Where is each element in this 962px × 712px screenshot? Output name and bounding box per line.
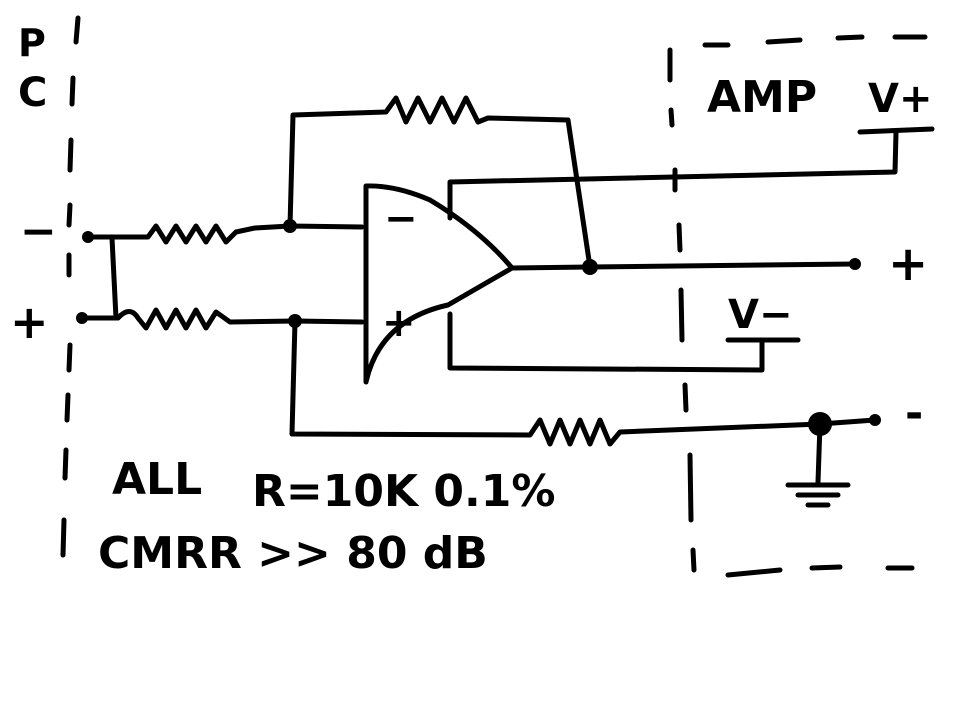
opamp-plus-label: +: [382, 300, 416, 346]
junction-dot: [849, 258, 861, 270]
output-minus-label: -: [905, 388, 923, 439]
note-cmrr: CMRR >> 80 dB: [98, 528, 488, 579]
output-plus-label: +: [888, 236, 928, 292]
vplus-label: V+: [868, 76, 932, 122]
junction-dot: [82, 231, 94, 243]
vminus-label: V−: [728, 292, 792, 338]
junction-dot: [869, 414, 881, 426]
input-plus-label: +: [10, 295, 49, 349]
vplus-supply-line: [447, 130, 899, 221]
opamp-symbol: [363, 183, 515, 385]
note-all: ALL: [112, 454, 202, 505]
input-jumper: [109, 235, 119, 321]
pc-boundary-line: [60, 15, 81, 558]
junction-dot: [808, 412, 832, 436]
output-wire: [509, 261, 858, 271]
opamp-minus-label: −: [384, 196, 418, 242]
vplus-rail: [857, 126, 935, 135]
note-resistors: R=10K 0.1%: [252, 466, 555, 517]
vminus-supply-line: [447, 311, 765, 373]
input-minus-label: −: [20, 206, 57, 257]
junction-dot: [582, 259, 598, 275]
input-plus-wire: [77, 307, 365, 331]
junction-dot: [283, 219, 297, 233]
ground-resistor-path: [289, 318, 878, 447]
input-minus-wire: [85, 223, 365, 245]
pc-label-p: P: [18, 21, 46, 65]
ground-symbol: [785, 421, 851, 508]
amp-boundary-box: [667, 34, 928, 578]
feedback-resistor-path: [287, 95, 593, 270]
pc-label-c: C: [18, 70, 47, 116]
junction-dot: [76, 312, 88, 324]
amp-label: AMP: [707, 72, 817, 123]
junction-dot: [288, 314, 302, 328]
